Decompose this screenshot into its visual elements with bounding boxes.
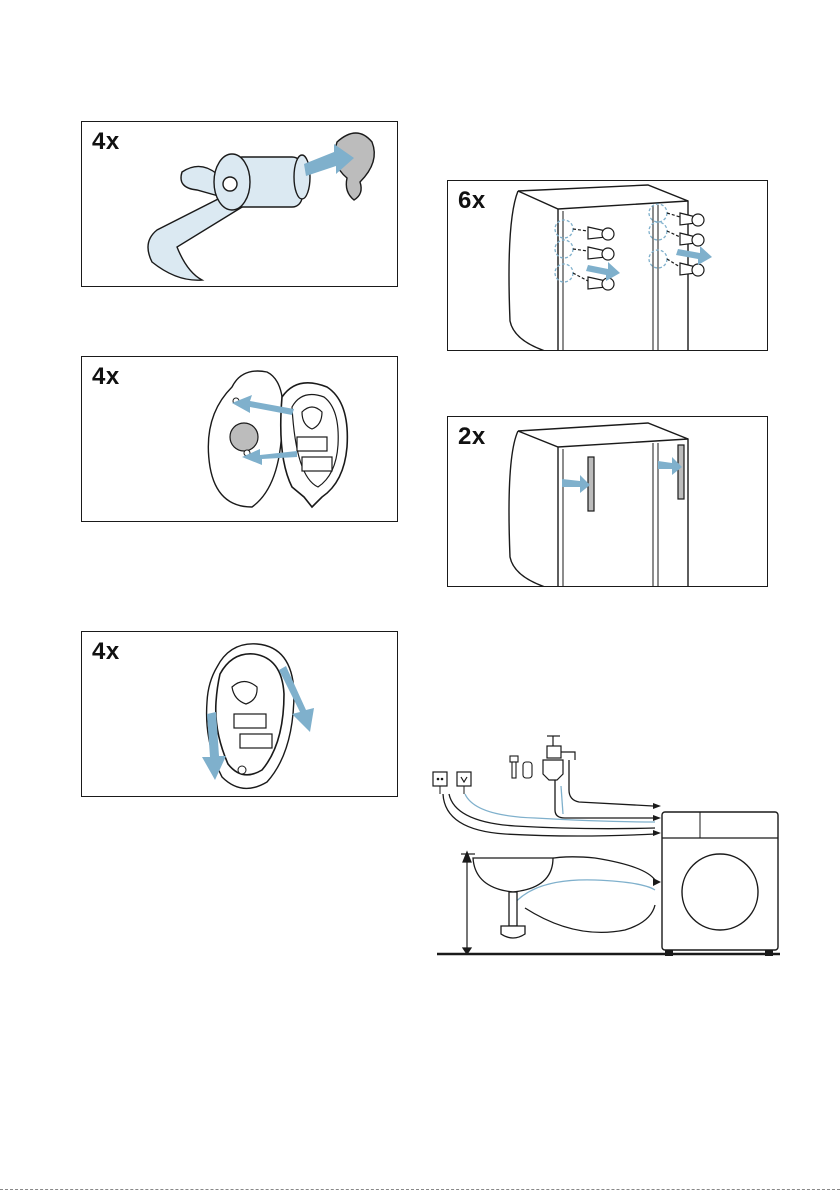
sink-icon bbox=[473, 858, 553, 938]
screw-icon bbox=[448, 181, 768, 351]
panel-bracket-fit: 2x bbox=[447, 416, 768, 587]
bolt-removal-icon bbox=[82, 122, 398, 287]
cover-cap-icon bbox=[82, 357, 398, 522]
socket-icon bbox=[433, 772, 471, 794]
height-arrow-icon bbox=[461, 852, 475, 954]
panel-cover-cap-slide: 4x bbox=[81, 631, 398, 797]
page-bottom-rule bbox=[0, 1189, 840, 1190]
panel-transport-bolts: 4x bbox=[81, 121, 398, 287]
installation-diagram bbox=[415, 730, 785, 962]
tap-icon bbox=[543, 736, 575, 780]
panel-rear-screws: 6x bbox=[447, 180, 768, 351]
washing-machine-icon bbox=[662, 812, 778, 956]
panel-cover-cap-insert: 4x bbox=[81, 356, 398, 522]
bracket-icon bbox=[448, 417, 768, 587]
cover-cap-icon bbox=[82, 632, 398, 797]
